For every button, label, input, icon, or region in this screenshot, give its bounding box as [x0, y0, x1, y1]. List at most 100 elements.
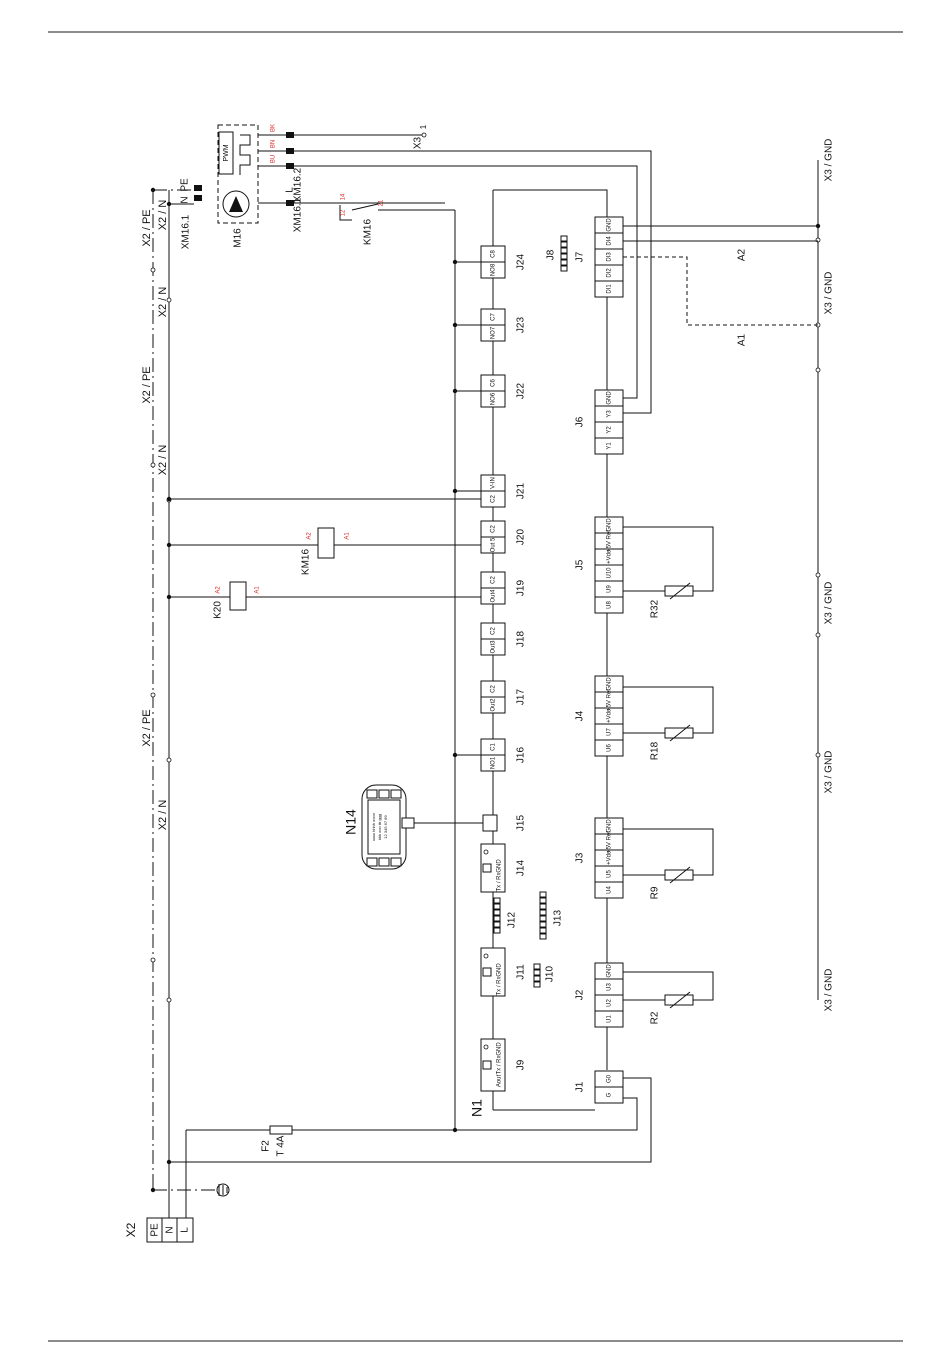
plug-xm16-2: XM16.2: [293, 167, 304, 202]
pin-label: Out2: [491, 698, 497, 712]
x3-label: X3 / GND: [824, 751, 835, 794]
n-junction: [166, 1159, 172, 1165]
display-text: kkk ooo ttt ggg: [377, 814, 382, 840]
sensor-label: R2: [650, 1011, 661, 1024]
x2-label: X2 / N: [157, 287, 169, 318]
pin-label: +Vdc: [607, 709, 613, 723]
bu-to-gnd: [294, 165, 638, 399]
wire-color-bu: BU: [271, 155, 277, 163]
jumper-j13: [539, 921, 547, 928]
connector-label: J20: [516, 529, 527, 546]
display-button: [366, 857, 378, 867]
x3-pin-label: X3: [413, 136, 424, 149]
x2-terminal-block: [146, 1217, 194, 1243]
connector-label: J9: [516, 1059, 527, 1070]
pin-label: U1: [607, 1015, 613, 1023]
pin-label: GND: [607, 218, 613, 232]
jumper-label: J13: [553, 910, 564, 927]
display-button: [366, 789, 378, 799]
di3-a1: [623, 256, 818, 326]
relay-km16: [317, 527, 335, 559]
pin-label: Out 5: [491, 537, 497, 552]
signal-a1: A1: [737, 333, 748, 346]
pin-label: Y1: [607, 442, 613, 450]
jumper-j12: [493, 903, 501, 910]
jumper-j13: [539, 915, 547, 922]
tx-rx-square: [482, 1060, 492, 1070]
fuse-id: F2: [261, 1140, 272, 1152]
relay-pin: A1: [345, 532, 351, 540]
km16-contact: [339, 205, 352, 221]
pin-label: +5V Ref: [607, 831, 613, 853]
x2-n-tap: [166, 757, 172, 763]
status-led: [483, 1044, 489, 1050]
jumper-j12: [493, 897, 501, 904]
jumper-label: J12: [507, 912, 518, 929]
pin-label: GND: [607, 518, 613, 532]
display-label: N14: [343, 809, 359, 835]
relay-k20: [229, 581, 247, 611]
km16-contact-pin: 21: [379, 199, 385, 206]
jumper-j8: [560, 241, 568, 248]
signal-a2: A2: [737, 248, 748, 261]
x3-tap: [815, 632, 821, 638]
connector-label: J11: [516, 964, 527, 980]
pin-label: GND: [607, 819, 613, 833]
pin-label: DI2: [607, 268, 613, 278]
relay-label: KM16: [301, 549, 312, 576]
sensor-r32: [664, 585, 694, 597]
pin-label: Y3: [607, 410, 613, 418]
pin-label: +Vdc: [607, 550, 613, 564]
jumper-j8: [560, 265, 568, 272]
tx-rx-square: [482, 863, 492, 873]
pin-label: Aout: [497, 1074, 503, 1087]
pin-label: V-IN: [491, 477, 497, 489]
pin-label: C2: [491, 627, 497, 635]
pin-label: U2: [607, 999, 613, 1007]
sensor-return: [623, 526, 714, 592]
pump-pin-pe: PE: [180, 178, 191, 192]
jumper-label: J8: [546, 249, 557, 260]
pump-pe-junction: [150, 187, 156, 193]
fuse-rating: T 4A: [276, 1135, 287, 1156]
pin-label: C2: [491, 685, 497, 693]
relay-pin: A2: [307, 532, 313, 540]
pin-label: U7: [607, 728, 613, 736]
plug-xm16-1-alt: XM16.1: [293, 197, 304, 232]
pump-m16-triangle: [229, 196, 243, 212]
x3-label: X3 / GND: [824, 139, 835, 182]
pin-label: C2: [491, 525, 497, 533]
relay-label: K20: [213, 601, 224, 619]
pin-label: DI3: [607, 252, 613, 262]
display-port: [401, 817, 415, 829]
x2-pe-tap: [150, 692, 156, 698]
pin-label: NO1: [491, 756, 497, 769]
x2-pin-label: L: [180, 1227, 191, 1233]
x2-label: X2 / PE: [141, 709, 153, 746]
display-button: [390, 789, 402, 799]
jumper-label: J10: [545, 966, 556, 983]
connector-label: J3: [575, 852, 586, 863]
sensor-thermistor-slash: [669, 991, 691, 1009]
x3-label: X3 / GND: [824, 582, 835, 625]
jumper-j12: [493, 915, 501, 922]
top-link: [493, 189, 608, 220]
jumper-j8: [560, 235, 568, 242]
jumper-j10: [533, 969, 541, 976]
x2-label: X2 / N: [157, 445, 169, 476]
connector-label: J22: [516, 383, 527, 400]
pin-label: U3: [607, 983, 613, 991]
sensor-return: [623, 971, 714, 1001]
connector-label: J2: [575, 989, 586, 1000]
pin-label: C2: [491, 576, 497, 584]
pin-label: C7: [491, 313, 497, 321]
pin-label: Out3: [491, 640, 497, 654]
pin-label: C1: [491, 743, 497, 751]
x2-pe-tap: [150, 462, 156, 468]
x2-label: X2 / N: [157, 800, 169, 831]
jumper-j8: [560, 247, 568, 254]
connector-label: J17: [516, 689, 527, 706]
connector-label: J4: [575, 710, 586, 721]
